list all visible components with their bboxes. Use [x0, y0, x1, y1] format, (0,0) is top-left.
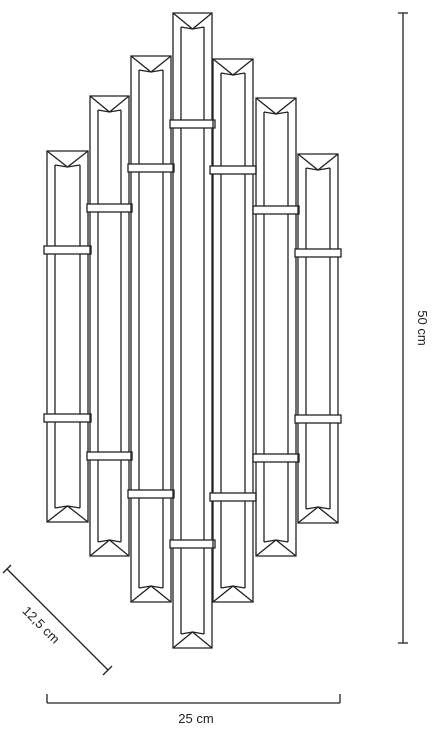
crystal-bar-6-clamp-1	[252, 205, 300, 215]
crystal-bar-6-outline	[255, 97, 297, 557]
crystal-bar-1-top-facet	[46, 150, 89, 168]
crystal-bar-5-bottom-facet	[212, 585, 254, 603]
crystal-bar-5-clamp-2	[209, 492, 257, 502]
crystal-bar-7-clamp-2	[294, 414, 342, 424]
crystal-bar-6-clamp-2	[252, 453, 300, 463]
crystal-bar-6-facets	[263, 112, 289, 542]
crystal-bar-2-facets	[97, 110, 122, 542]
crystal-bar-2-outline	[89, 95, 130, 557]
crystal-bar-3-facets	[138, 70, 164, 588]
crystal-bar-1-bottom-facet	[46, 505, 89, 523]
depth-label: 12,5 cm	[20, 603, 63, 646]
width-dimension	[46, 694, 341, 704]
crystal-bar-3-bottom-facet	[130, 585, 172, 603]
crystal-bar-6-bottom-facet	[255, 539, 297, 557]
crystal-bar-1-clamp-2	[43, 413, 92, 423]
crystal-bar-7-facets	[305, 168, 331, 509]
crystal-bar-7-bottom-facet	[297, 506, 339, 524]
crystal-bar-2-bottom-facet	[89, 539, 130, 557]
crystal-bar-3-top-facet	[130, 55, 172, 73]
crystal-bar-1-outline	[46, 150, 89, 523]
crystal-bar-1-clamp-1	[43, 245, 92, 255]
crystal-bar-3-clamp-2	[127, 489, 175, 499]
crystal-bar-7-clamp-1	[294, 248, 342, 258]
crystal-bar-2-clamp-2	[86, 451, 133, 461]
crystal-bar-6-top-facet	[255, 97, 297, 115]
crystal-bar-4-outline	[172, 12, 213, 649]
crystal-bar-7-top-facet	[297, 153, 339, 171]
crystal-bar-5-clamp-1	[209, 165, 257, 175]
crystal-bar-4-clamp-1	[169, 119, 216, 129]
depth-dimension	[2, 564, 113, 676]
crystal-bar-4-top-facet	[172, 12, 213, 30]
width-label: 25 cm	[178, 711, 213, 726]
crystal-bar-5-top-facet	[212, 58, 254, 76]
crystal-bars	[43, 12, 342, 649]
crystal-bar-5-outline	[212, 58, 254, 603]
crystal-bar-7-outline	[297, 153, 339, 524]
height-label: 50 cm	[415, 310, 430, 345]
crystal-bar-3-outline	[130, 55, 172, 603]
crystal-bar-2-clamp-1	[86, 203, 133, 213]
crystal-bar-4-clamp-2	[169, 539, 216, 549]
crystal-bar-4-bottom-facet	[172, 631, 213, 649]
crystal-bar-1-facets	[54, 165, 81, 508]
height-dimension	[398, 12, 408, 644]
crystal-bar-2-top-facet	[89, 95, 130, 113]
crystal-bar-3-clamp-1	[127, 163, 175, 173]
crystal-bar-5-facets	[220, 73, 246, 588]
